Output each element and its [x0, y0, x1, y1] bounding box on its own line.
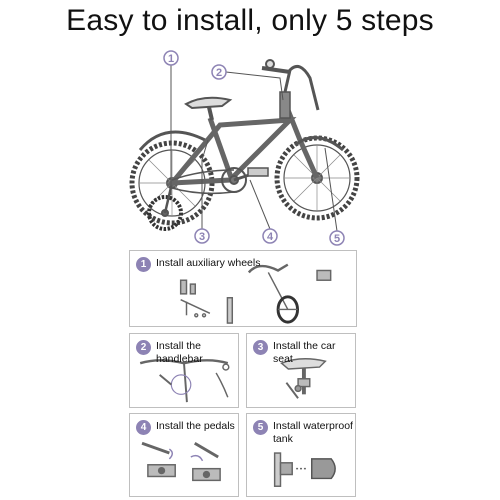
svg-text:4: 4	[267, 231, 274, 243]
callout-1: 1	[163, 50, 179, 66]
step-number-1: 1	[136, 257, 151, 272]
step-number-4: 4	[136, 420, 151, 435]
bicycle-diagram: 1 2 3 4 5	[129, 50, 360, 246]
svg-text:1: 1	[168, 53, 174, 65]
svg-text:5: 5	[334, 233, 340, 245]
callout-2: 2	[211, 64, 227, 80]
auxiliary-wheel-illustration	[179, 263, 332, 324]
waterproof-tank-illustration	[273, 452, 336, 487]
page-title: Easy to install, only 5 steps	[66, 4, 434, 37]
callout-4: 4	[262, 228, 278, 244]
callout-5: 5	[329, 230, 345, 246]
step-title-5: Install waterproof tank	[273, 420, 353, 445]
step-number-2: 2	[136, 340, 151, 355]
step-number-5: 5	[253, 420, 268, 435]
step-panel-4: 4 Install the pedals	[129, 413, 239, 497]
step-panel-3: 3 Install the car seat	[246, 333, 356, 408]
step-title-4: Install the pedals	[156, 420, 235, 432]
step-panel-5: 5 Install waterproof tank	[246, 413, 356, 497]
step-panel-1: 1 Install auxiliary wheels	[129, 250, 357, 327]
car-seat-illustration	[280, 358, 327, 399]
step-title-3: Install the car seat	[273, 340, 336, 365]
pedals-illustration	[141, 441, 221, 482]
front-wheel	[274, 135, 360, 221]
callout-3: 3	[194, 228, 210, 244]
handlebar-illustration	[139, 359, 230, 403]
step-number-3: 3	[253, 340, 268, 355]
svg-text:2: 2	[216, 67, 222, 79]
step-title-2: Install the handlebar	[156, 340, 203, 365]
step-title-1: Install auxiliary wheels	[156, 257, 261, 269]
step-panel-2: 2 Install the handlebar	[129, 333, 239, 408]
svg-text:3: 3	[199, 231, 205, 243]
